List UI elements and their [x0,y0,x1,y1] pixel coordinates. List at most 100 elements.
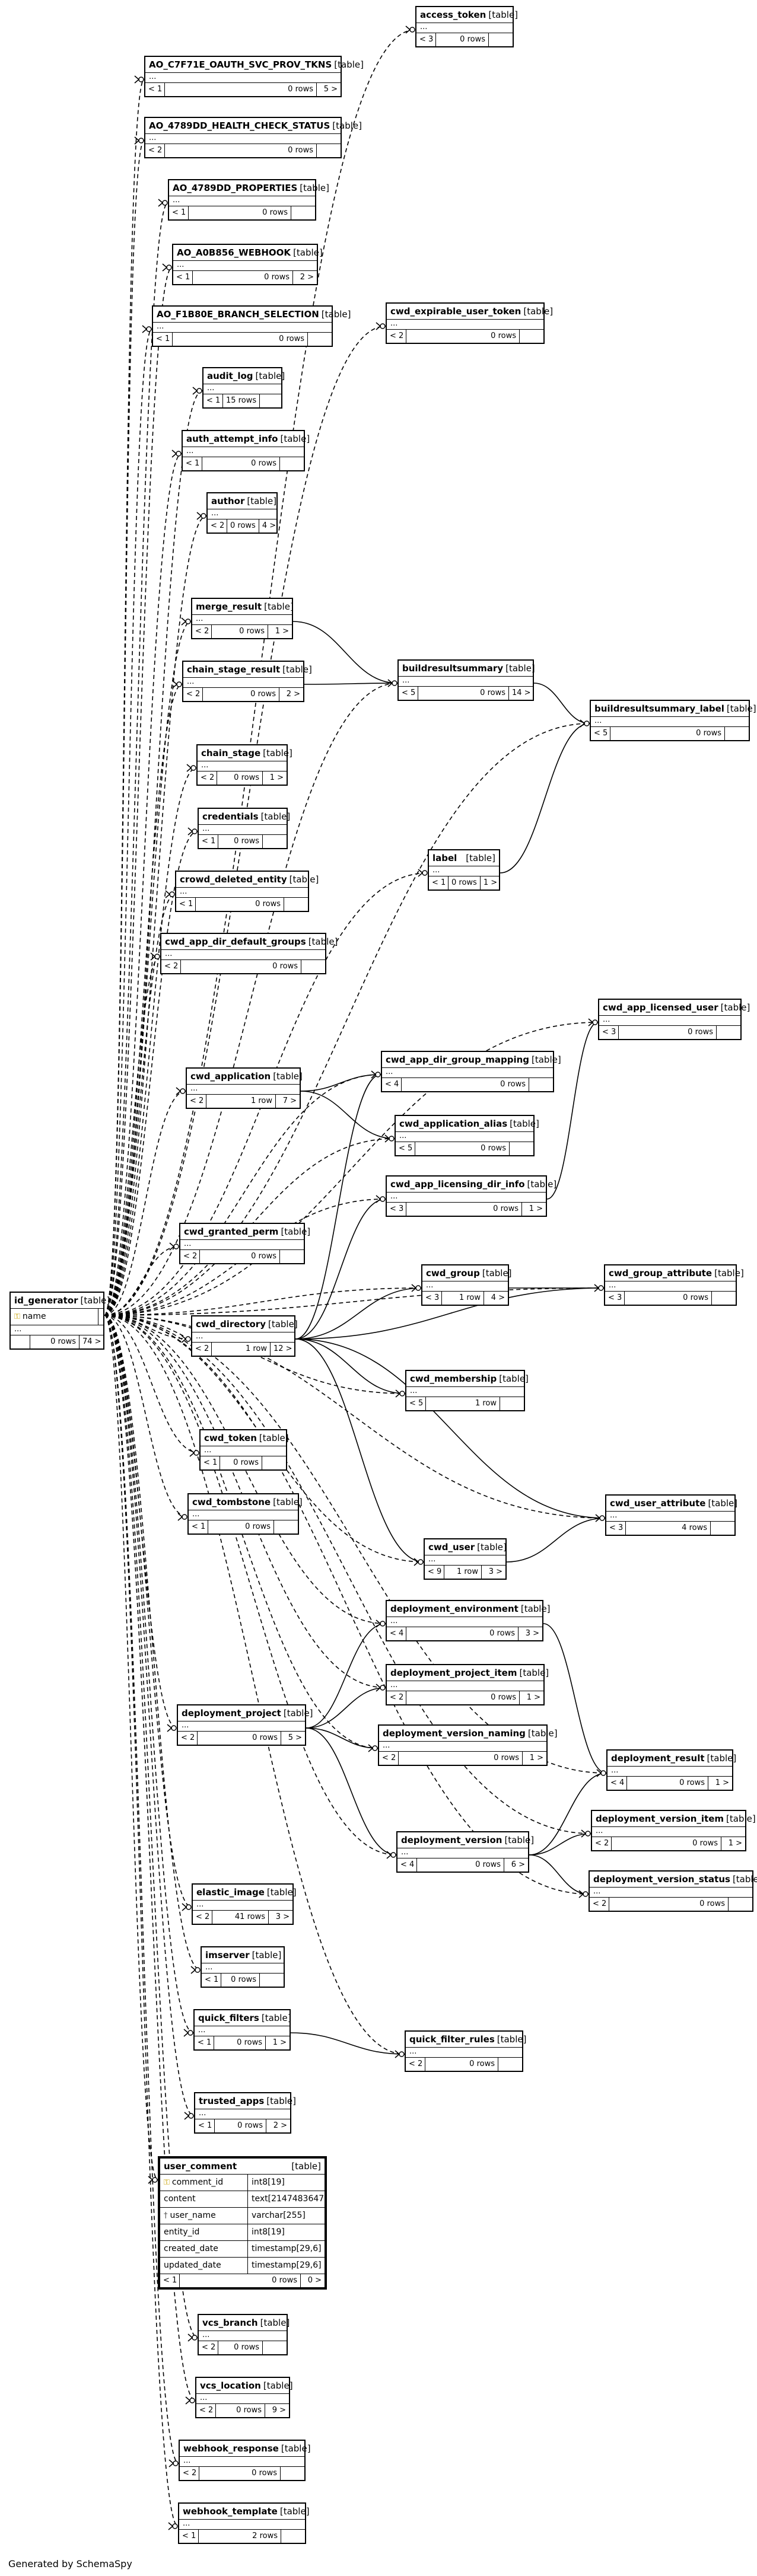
children-count[interactable] [500,1397,524,1410]
table-name[interactable]: deployment_version_item [596,1813,724,1824]
children-count[interactable]: 3 > [275,1912,290,1921]
parents-count[interactable]: < 1 [202,1974,221,1987]
table-ao-c7f71e[interactable]: AO_C7F71E_OAUTH_SVC_PROV_TKNS[table]...<… [144,56,364,97]
parents-count[interactable]: < 4 [382,1078,402,1091]
table-name[interactable]: credentials [202,811,259,822]
table-name[interactable]: vcs_branch [202,2317,258,2328]
parents-count[interactable]: < 9 [425,1566,444,1579]
table-name[interactable]: cwd_app_licensing_dir_info [390,1179,525,1190]
parents-count[interactable]: < 2 [379,1752,399,1765]
parents-count[interactable]: < 4 [387,1627,406,1640]
table-name[interactable]: quick_filter_rules [409,2034,495,2045]
children-count[interactable]: 7 > [282,1096,297,1105]
table-name[interactable]: AO_F1B80E_BRANCH_SELECTION [157,309,319,320]
parents-count[interactable]: < 1 [189,1520,208,1534]
parents-count[interactable]: < 2 [208,519,227,533]
parents-count[interactable]: < 2 [590,1898,609,1911]
children-count[interactable] [308,333,332,346]
children-count[interactable] [263,2341,287,2354]
children-count[interactable]: 14 > [512,688,531,697]
children-count[interactable]: 5 > [288,1733,302,1742]
children-count[interactable] [711,1522,734,1535]
table-name[interactable]: deployment_version_naming [383,1728,526,1739]
parents-count[interactable]: < 1 [199,835,218,848]
parents-count[interactable]: < 1 [173,271,193,284]
parents-count[interactable]: < 5 [406,1397,426,1410]
parents-count[interactable]: < 5 [399,687,418,700]
children-count[interactable]: 1 > [275,627,289,636]
parents-count[interactable]: < 1 [176,898,196,911]
children-count[interactable] [317,144,341,157]
table-name[interactable]: chain_stage_result [187,664,281,675]
parents-count[interactable]: < 1 [183,457,202,470]
table-name[interactable]: cwd_app_dir_group_mapping [386,1054,529,1065]
parents-count[interactable] [11,1335,30,1348]
table-name[interactable]: cwd_app_licensed_user [603,1002,718,1013]
table-name[interactable]: webhook_template [183,2506,278,2517]
children-count[interactable]: 4 > [262,521,276,530]
children-count[interactable] [280,457,304,470]
table-name[interactable]: cwd_token [204,1433,257,1443]
parents-count[interactable]: < 2 [187,1095,206,1108]
children-count[interactable]: 1 > [526,1693,540,1702]
table-name[interactable]: cwd_directory [196,1319,266,1330]
parents-count[interactable]: < 2 [178,1732,198,1745]
children-count[interactable] [729,1898,752,1911]
children-count[interactable] [725,727,749,740]
table-ao-4789dd-hcs[interactable]: AO_4789DD_HEALTH_CHECK_STATUS[table]...<… [144,117,362,158]
table-name[interactable]: author [211,496,245,506]
table-name[interactable]: vcs_location [200,2380,261,2391]
parents-count[interactable]: < 2 [192,1343,212,1356]
parents-count[interactable]: < 3 [599,1026,619,1039]
children-count[interactable] [281,2467,304,2480]
table-name[interactable]: chain_stage [201,748,261,758]
parents-count[interactable]: < 2 [183,688,203,701]
table-name[interactable]: cwd_group_attribute [609,1268,713,1279]
table-name[interactable]: deployment_version_status [593,1874,730,1885]
children-count[interactable] [281,2530,305,2543]
parents-count[interactable]: < 4 [397,1858,417,1872]
table-name[interactable]: cwd_group [426,1268,480,1279]
table-name[interactable]: deployment_result [611,1753,705,1764]
table-name[interactable]: AO_4789DD_PROPERTIES [173,183,298,193]
parents-count[interactable]: < 1 [160,2274,180,2287]
parents-count[interactable]: < 2 [198,771,217,785]
table-name[interactable]: deployment_version [401,1835,502,1845]
table-name[interactable]: AO_4789DD_HEALTH_CHECK_STATUS [149,120,330,131]
children-count[interactable] [284,898,308,911]
parents-count[interactable]: < 1 [195,2119,215,2132]
table-name[interactable]: audit_log [207,371,253,381]
children-count[interactable]: 1 > [728,1839,742,1848]
children-count[interactable]: 9 > [272,2406,286,2415]
parents-count[interactable]: < 1 [169,206,189,219]
children-count[interactable]: 0 > [307,2276,322,2285]
parents-count[interactable]: < 2 [592,1837,612,1850]
table-name[interactable]: buildresultsummary_label [594,703,724,714]
table-name[interactable]: crowd_deleted_entity [180,874,287,885]
